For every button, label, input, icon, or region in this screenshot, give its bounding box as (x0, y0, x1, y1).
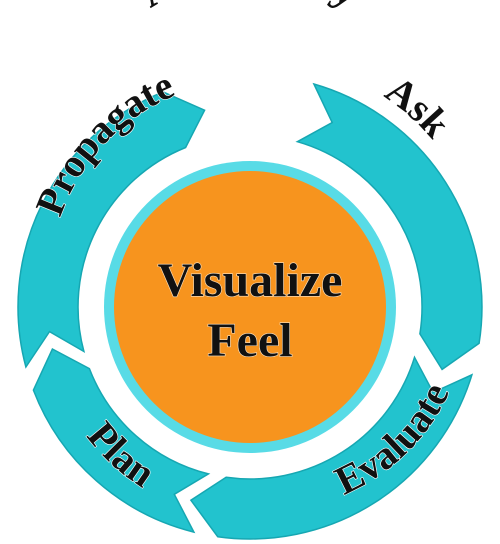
segment-propagate (17, 91, 206, 369)
segment-evaluate (189, 355, 474, 540)
segment-ask (295, 82, 483, 371)
center-label-line1: Visualize (158, 254, 343, 307)
segment-plan (32, 347, 211, 534)
center-circle (114, 171, 386, 443)
diagram-title: After study (130, 0, 371, 17)
diagram-title-text: After study (130, 0, 371, 17)
cycle-ring (17, 82, 483, 540)
center-label-line2: Feel (207, 314, 292, 367)
